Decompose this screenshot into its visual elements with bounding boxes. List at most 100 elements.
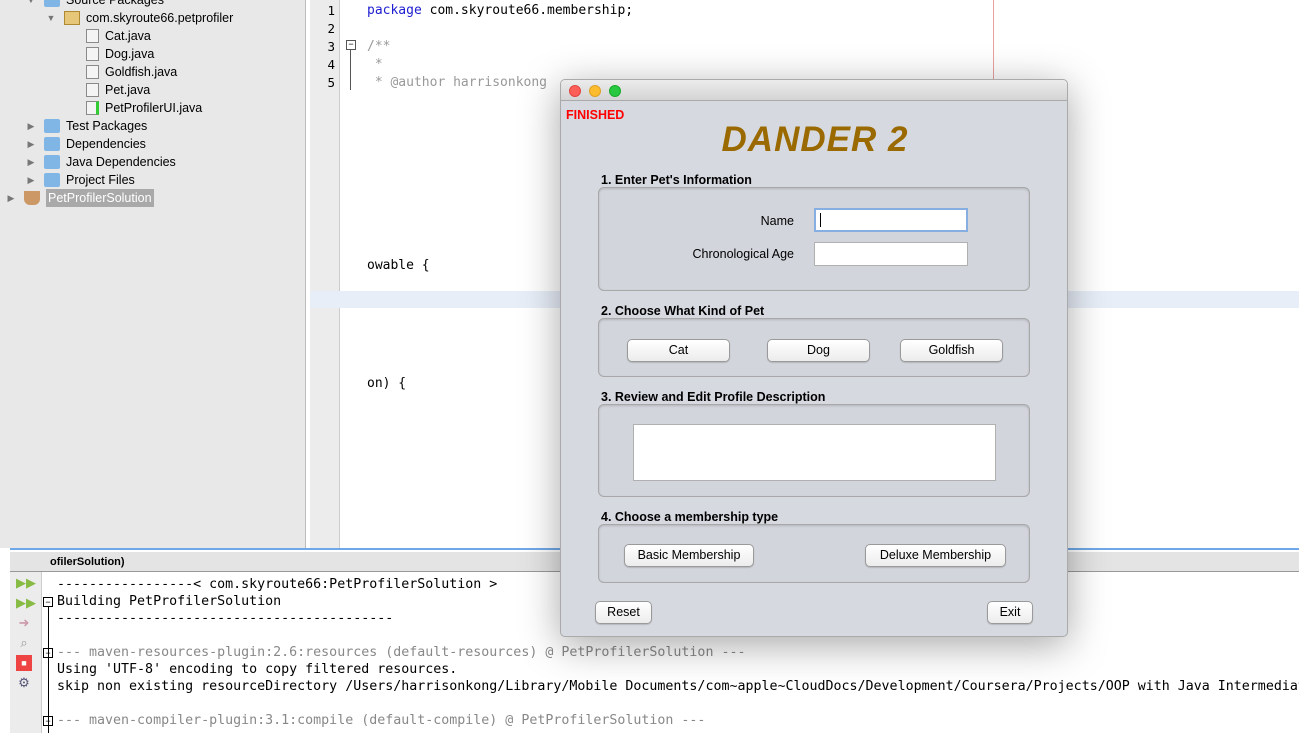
code-line-3: /**: [367, 39, 391, 54]
project-panel: ▼ Source Packages ▼ com.skyroute66.petprof…: [0, 0, 306, 548]
tree-label: Dependencies: [66, 137, 146, 151]
dander-dialog: FINISHED DANDER 2 1. Enter Pet's Informa…: [560, 79, 1068, 637]
cat-button[interactable]: Cat: [627, 339, 730, 362]
line-number: 2: [327, 21, 335, 36]
line-number-gutter: 1 2 3 4 5: [310, 0, 340, 548]
package-icon: [64, 11, 80, 25]
output-line: ----------------------------------------…: [57, 611, 394, 626]
output-line: --- maven-compiler-plugin:3.1:compile (d…: [57, 713, 706, 728]
expand-arrow-icon[interactable]: ▼: [46, 13, 56, 23]
exit-button[interactable]: Exit: [987, 601, 1033, 624]
tree-label: PetProfilerSolution: [46, 189, 154, 207]
tree-item-source-packages[interactable]: ▼ Source Packages: [26, 0, 164, 9]
java-class-icon: [86, 65, 99, 79]
tree-item-petprofilersolution[interactable]: ▶ PetProfilerSolution: [6, 189, 154, 207]
fold-icon[interactable]: −: [43, 597, 53, 607]
description-textarea[interactable]: [633, 424, 996, 481]
basic-membership-button[interactable]: Basic Membership: [624, 544, 754, 567]
package-folder-icon: [44, 119, 60, 133]
code-line-5: * @author harrisonkong: [367, 75, 548, 90]
rerun-icon[interactable]: ▶▶: [16, 575, 36, 590]
app-title: DANDER 2: [721, 120, 909, 159]
line-number: 1: [327, 3, 335, 18]
expand-arrow-icon[interactable]: ▶: [7, 193, 15, 203]
goldfish-button[interactable]: Goldfish: [900, 339, 1003, 362]
tree-label: Test Packages: [66, 119, 148, 133]
output-line: --- maven-resources-plugin:2.6:resources…: [57, 645, 746, 660]
dependencies-folder-icon: [44, 155, 60, 169]
output-line: Using 'UTF-8' encoding to copy filtered …: [57, 662, 458, 677]
keyword: package: [367, 3, 422, 18]
status-label: FINISHED: [566, 108, 625, 122]
expand-arrow-icon[interactable]: ▶: [27, 175, 35, 185]
output-title: ofilerSolution): [50, 556, 125, 568]
membership-group: Basic Membership Deluxe Membership: [598, 524, 1030, 583]
inspect-icon[interactable]: ⌕: [20, 635, 28, 650]
dependencies-folder-icon: [44, 137, 60, 151]
age-label: Chronological Age: [692, 247, 794, 261]
tree-label: Java Dependencies: [66, 155, 176, 169]
age-input[interactable]: [814, 242, 968, 266]
tree-label: Pet.java: [105, 83, 151, 97]
tree-label: Source Packages: [66, 0, 164, 7]
line-number: 4: [327, 57, 335, 72]
tree-item-cat-java[interactable]: Cat.java: [86, 27, 151, 45]
dog-button[interactable]: Dog: [767, 339, 870, 362]
expand-arrow-icon[interactable]: ▼: [26, 0, 36, 5]
code-fragment: on) {: [367, 376, 407, 391]
reset-button[interactable]: Reset: [595, 601, 652, 624]
close-window-button[interactable]: [569, 85, 581, 97]
expand-arrow-icon[interactable]: ▶: [27, 157, 35, 167]
output-toolbar: ▶▶ ▶▶ ➜ ⌕ ■ ⚙: [10, 572, 42, 733]
java-class-icon: [86, 29, 99, 43]
tree-item-project-files[interactable]: ▶Project Files: [26, 171, 135, 189]
fold-line: [350, 50, 351, 90]
section-1-heading: 1. Enter Pet's Information: [601, 173, 752, 187]
output-line: skip non existing resourceDirectory /Use…: [57, 679, 1299, 694]
tree-item-pet-java[interactable]: Pet.java: [86, 81, 150, 99]
fold-icon[interactable]: −: [346, 40, 356, 50]
output-line: -----------------< com.skyroute66:PetPro…: [57, 577, 498, 592]
java-abstract-class-icon: [86, 83, 99, 97]
name-input[interactable]: [814, 208, 968, 232]
tree-item-test-packages[interactable]: ▶ Test Packages: [26, 117, 147, 135]
line-number: 5: [327, 75, 335, 90]
rerun-goals-icon[interactable]: ▶▶: [16, 595, 36, 610]
tree-item-goldfish-java[interactable]: Goldfish.java: [86, 63, 177, 81]
tree-item-petprofilerui-java[interactable]: PetProfilerUI.java: [86, 99, 202, 117]
maven-project-icon: [24, 191, 40, 205]
tree-label: Cat.java: [105, 29, 151, 43]
stop-icon[interactable]: ■: [16, 655, 32, 671]
package-folder-icon: [44, 0, 60, 7]
expand-arrow-icon[interactable]: ▶: [27, 139, 35, 149]
tree-label: com.skyroute66.petprofiler: [86, 11, 234, 25]
expand-arrow-icon[interactable]: ▶: [27, 121, 35, 131]
zoom-window-button[interactable]: [609, 85, 621, 97]
pet-info-group: Name Chronological Age: [598, 187, 1030, 291]
settings-icon[interactable]: ⚙: [18, 675, 30, 690]
code-text: com.skyroute66.membership;: [421, 3, 634, 18]
tree-label: Goldfish.java: [105, 65, 178, 79]
fold-line: [48, 607, 49, 733]
deluxe-membership-button[interactable]: Deluxe Membership: [865, 544, 1006, 567]
pet-type-group: Cat Dog Goldfish: [598, 318, 1030, 377]
description-group: [598, 404, 1030, 497]
java-main-class-icon: [86, 101, 99, 115]
tree-label: PetProfilerUI.java: [105, 101, 203, 115]
tree-item-dependencies[interactable]: ▶ Dependencies: [26, 135, 146, 153]
minimize-window-button[interactable]: [589, 85, 601, 97]
project-files-folder-icon: [44, 173, 60, 187]
tree-item-package[interactable]: ▼ com.skyroute66.petprofiler: [46, 9, 233, 27]
resume-icon[interactable]: ➜: [18, 615, 30, 630]
java-class-icon: [86, 47, 99, 61]
tree-item-java-dependencies[interactable]: ▶ Java Dependencies: [26, 153, 176, 171]
output-line: Building PetProfilerSolution: [57, 594, 282, 609]
name-label: Name: [760, 214, 794, 228]
tree-item-dog-java[interactable]: Dog.java: [86, 45, 154, 63]
window-titlebar[interactable]: [561, 80, 1067, 101]
section-3-heading: 3. Review and Edit Profile Description: [601, 390, 826, 404]
code-line-4: *: [367, 57, 383, 72]
section-2-heading: 2. Choose What Kind of Pet: [601, 304, 765, 318]
code-line-1: package com.skyroute66.membership;: [367, 2, 633, 20]
section-4-heading: 4. Choose a membership type: [601, 510, 779, 524]
